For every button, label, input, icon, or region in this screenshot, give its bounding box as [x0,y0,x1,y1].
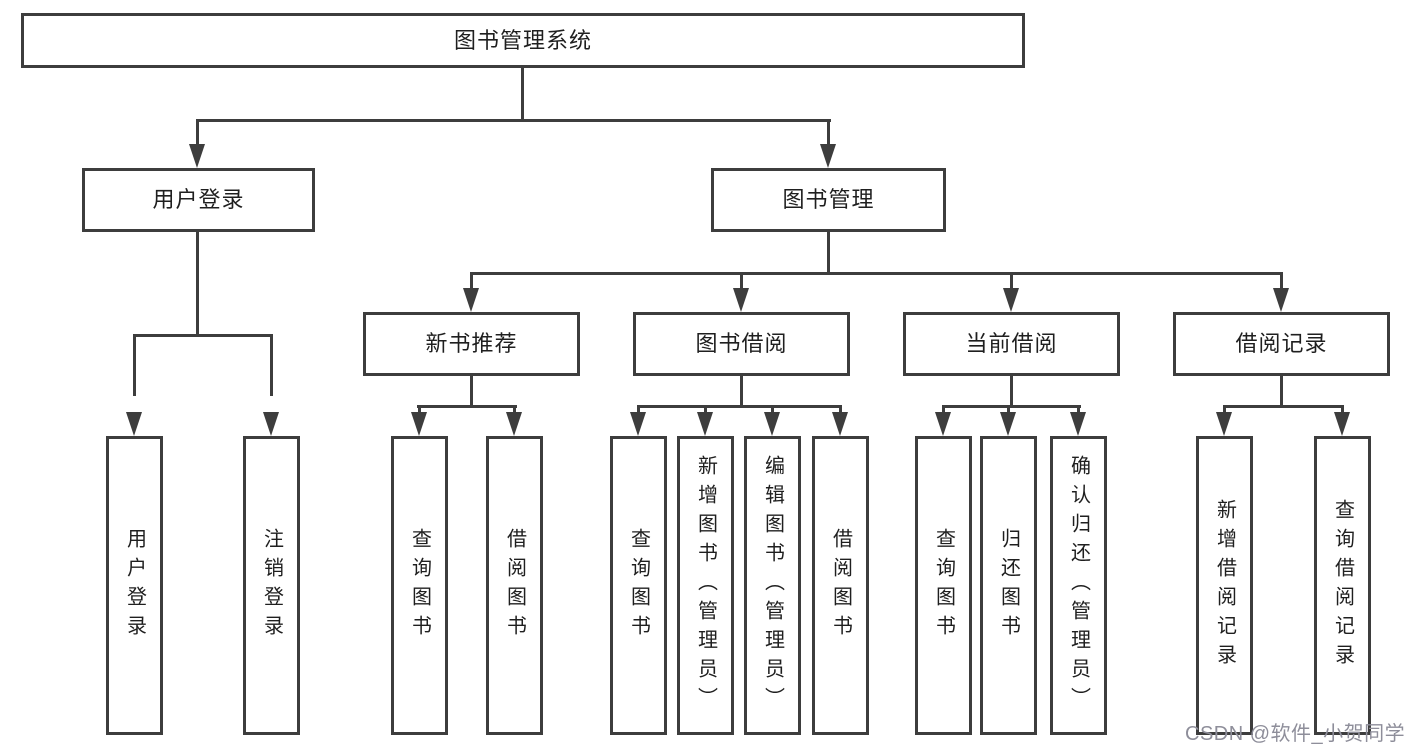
leaf-query-books-borrow: 查询图书 [610,436,667,735]
connector-drop [133,334,136,396]
node-borrow-records-label: 借阅记录 [1235,331,1328,356]
arrowhead-icon [1003,288,1019,312]
leaf-query-books-current: 查询图书 [915,436,972,735]
connector-drop [1223,405,1226,417]
arrowhead-icon [820,144,836,168]
arrowhead-icon [733,288,749,312]
arrowhead-icon [263,412,279,436]
connector-bookborrow-stem [740,375,743,408]
leaf-query-books-recommend: 查询图书 [391,436,448,735]
leaf-label: 确认归还（管理员） [1067,455,1090,716]
arrowhead-icon [126,412,142,436]
connector-userlogin-stem [196,231,199,337]
connector-drop [704,405,707,417]
connector-drop [827,119,830,147]
node-new-book-recommend-label: 新书推荐 [425,331,518,356]
leaf-add-books-admin: 新增图书（管理员） [677,436,734,735]
leaf-label: 借阅图书 [829,527,852,644]
arrowhead-icon [697,412,713,436]
connector-drop [270,334,273,396]
node-root: 图书管理系统 [21,13,1025,68]
connector-curborrow-stem [1010,375,1013,408]
connector-drop [839,405,842,417]
connector-drop [1007,405,1010,417]
connector-drop [942,405,945,417]
leaf-user-login-label: 用户登录 [123,527,146,644]
arrowhead-icon [935,412,951,436]
connector-records-bar [1223,405,1344,408]
csdn-watermark: CSDN @软件_小贺同学 [1185,723,1405,745]
node-user-login: 用户登录 [82,168,315,232]
arrowhead-icon [411,412,427,436]
leaf-label: 编辑图书（管理员） [761,455,784,716]
node-current-borrow: 当前借阅 [903,312,1120,376]
leaf-logout-label: 注销登录 [260,527,283,644]
connector-drop [1010,272,1013,292]
arrowhead-icon [1273,288,1289,312]
leaf-label: 查询图书 [932,527,955,644]
leaf-confirm-return-admin: 确认归还（管理员） [1050,436,1107,735]
node-book-borrow-label: 图书借阅 [695,331,788,356]
leaf-label: 新增图书（管理员） [694,455,717,716]
leaf-borrow-books-recommend: 借阅图书 [486,436,543,735]
arrowhead-icon [506,412,522,436]
node-root-label: 图书管理系统 [453,27,592,53]
arrowhead-icon [764,412,780,436]
arrowhead-icon [1334,412,1350,436]
connector-records-stem [1280,375,1283,408]
connector-drop [1077,405,1080,417]
connector-drop [740,272,743,292]
connector-drop [1341,405,1344,417]
connector-newrec-bar [417,405,517,408]
connector-userlogin-bar [133,334,273,337]
leaf-user-login: 用户登录 [106,436,163,735]
connector-bookborrow-bar [637,405,842,408]
connector-drop [637,405,640,417]
arrowhead-icon [630,412,646,436]
leaf-label: 查询借阅记录 [1331,498,1354,673]
connector-drop [418,405,421,417]
node-user-login-label: 用户登录 [152,187,245,212]
leaf-add-borrow-record: 新增借阅记录 [1196,436,1253,735]
leaf-label: 新增借阅记录 [1213,498,1236,673]
connector-newrec-stem [470,375,473,408]
arrowhead-icon [189,144,205,168]
arrowhead-icon [832,412,848,436]
arrowhead-icon [463,288,479,312]
connector-bookmgmt-stem [827,231,830,275]
leaf-borrow-books: 借阅图书 [812,436,869,735]
connector-drop [771,405,774,417]
connector-drop [196,119,199,147]
connector-drop [513,405,516,417]
node-book-borrow: 图书借阅 [633,312,850,376]
connector-level2-bar [196,119,831,122]
connector-drop [1280,272,1283,292]
node-book-management: 图书管理 [711,168,946,232]
connector-curborrow-bar [942,405,1081,408]
leaf-return-books: 归还图书 [980,436,1037,735]
connector-root-stem [521,66,524,122]
node-book-management-label: 图书管理 [782,187,875,212]
connector-level3-bar [470,272,1283,275]
leaf-label: 借阅图书 [503,527,526,644]
leaf-label: 归还图书 [997,527,1020,644]
arrowhead-icon [1216,412,1232,436]
node-current-borrow-label: 当前借阅 [965,331,1058,356]
leaf-label: 查询图书 [408,527,431,644]
leaf-edit-books-admin: 编辑图书（管理员） [744,436,801,735]
connector-drop [470,272,473,292]
node-borrow-records: 借阅记录 [1173,312,1390,376]
leaf-query-borrow-record: 查询借阅记录 [1314,436,1371,735]
arrowhead-icon [1000,412,1016,436]
leaf-label: 查询图书 [627,527,650,644]
arrowhead-icon [1070,412,1086,436]
leaf-logout: 注销登录 [243,436,300,735]
node-new-book-recommend: 新书推荐 [363,312,580,376]
